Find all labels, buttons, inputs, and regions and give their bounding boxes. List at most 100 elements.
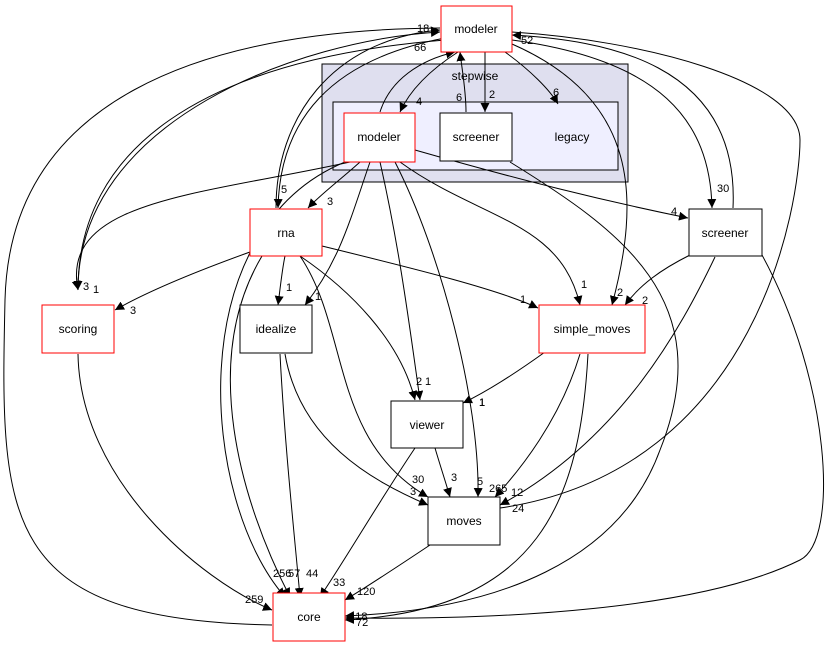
edge-label: 1 xyxy=(315,291,321,303)
edge-label: 2 xyxy=(617,287,623,299)
edge-modeler-inner-viewer xyxy=(379,161,424,401)
node-stepwise-modeler[interactable]: modeler xyxy=(343,112,416,163)
node-label: idealize xyxy=(256,322,297,336)
edge-screener-inner-modeler xyxy=(456,51,467,113)
edge-modeler-inner-core xyxy=(220,161,346,598)
edge-modeler-simple-moves xyxy=(511,43,628,306)
edge-labels: 18 66 52 6 4 2 6 5 3 30 4 3 1 3 1 1 1 1 … xyxy=(83,23,729,629)
edge-label: 3 xyxy=(130,305,136,317)
edge-label: 30 xyxy=(717,183,729,195)
edge-modeler-screener xyxy=(511,39,717,209)
edge-rna-modeler xyxy=(275,26,441,209)
edge-simple-moves-moves xyxy=(494,353,581,498)
edge-core-modeler xyxy=(3,27,441,626)
edge-screener-core xyxy=(344,254,824,623)
edge-label: 30 xyxy=(412,474,424,486)
edge-viewer-moves xyxy=(434,447,452,498)
node-screener[interactable]: screener xyxy=(688,208,763,257)
edge-screener-modeler xyxy=(511,31,734,209)
edge-label: 1 xyxy=(581,279,587,291)
edge-modeler-inner-simple-moves xyxy=(399,161,583,306)
edge-simple-moves-viewer xyxy=(462,351,546,404)
edge-modeler-inner-moves xyxy=(394,161,483,498)
edge-rna-idealize xyxy=(274,255,286,306)
node-label: modeler xyxy=(357,130,400,144)
edge-label: 256 xyxy=(273,568,291,580)
edge-idealize-core xyxy=(279,353,304,598)
edge-label: 2 xyxy=(416,376,422,388)
edge-rna-core xyxy=(229,255,291,598)
node-viewer[interactable]: viewer xyxy=(390,400,464,449)
edge-simple-moves-core xyxy=(344,353,589,625)
node-modeler[interactable]: modeler xyxy=(440,5,513,53)
node-simple-moves[interactable]: simple_moves xyxy=(538,304,646,354)
node-label: simple_moves xyxy=(554,322,631,336)
node-label: screener xyxy=(702,226,749,240)
node-core[interactable]: core xyxy=(272,592,346,642)
node-idealize[interactable]: idealize xyxy=(239,304,313,354)
edge-label: 57 xyxy=(288,568,300,580)
edge-label: 3 xyxy=(410,486,416,498)
edge-rna-simple-moves xyxy=(321,245,539,309)
edge-moves-core xyxy=(344,544,431,601)
edge-rna-viewer xyxy=(299,255,418,401)
edge-modeler-inner-modeler xyxy=(379,49,456,113)
edge-label: 24 xyxy=(512,503,524,515)
edge-screener-inner-core xyxy=(344,161,679,621)
edge-label: 3 xyxy=(327,196,333,208)
dependency-edges xyxy=(3,26,824,626)
node-label: core xyxy=(297,610,321,624)
edge-label: 265 xyxy=(489,483,507,495)
node-label: screener xyxy=(453,130,500,144)
edge-screener-simple-moves xyxy=(624,254,691,306)
edge-label: 12 xyxy=(511,487,523,499)
node-stepwise-screener[interactable]: screener xyxy=(439,112,513,162)
edge-label: 1 xyxy=(286,282,292,294)
edge-label: 6 xyxy=(456,92,462,104)
edge-scoring-modeler xyxy=(77,28,441,291)
node-scoring[interactable]: scoring xyxy=(41,304,115,354)
edge-modeler-inner-idealize xyxy=(304,161,371,306)
edge-label: 18 xyxy=(417,23,429,35)
edge-moves-modeler xyxy=(499,31,801,509)
edge-label: 72 xyxy=(356,617,368,629)
edge-label: 4 xyxy=(416,96,422,108)
edge-label: 3 xyxy=(83,281,89,293)
node-label: moves xyxy=(446,514,481,528)
edge-label: 1 xyxy=(479,397,485,409)
edge-screener-moves xyxy=(499,256,716,506)
edge-label: 1 xyxy=(520,294,526,306)
edge-label: 5 xyxy=(477,476,483,488)
node-label: rna xyxy=(277,226,295,240)
stepwise-cluster-label: stepwise xyxy=(452,69,499,83)
edge-modeler-inner-scoring xyxy=(71,161,351,291)
edge-label: 44 xyxy=(306,568,318,580)
edge-rna-moves xyxy=(299,255,429,498)
edge-modeler-inner-rna xyxy=(307,161,361,209)
edge-label: 1 xyxy=(425,376,431,388)
node-label: legacy xyxy=(555,130,590,144)
edge-label: 33 xyxy=(333,577,345,589)
edge-rna-scoring xyxy=(114,251,251,311)
edge-label: 6 xyxy=(553,87,559,99)
edge-label: 52 xyxy=(521,35,533,47)
edge-idealize-moves xyxy=(284,353,429,506)
node-legacy[interactable]: legacy xyxy=(555,130,590,144)
edge-label: 66 xyxy=(414,42,426,54)
edge-label: 259 xyxy=(245,594,263,606)
edge-label: 1 xyxy=(479,397,485,409)
edge-scoring-core xyxy=(77,353,273,611)
node-rna[interactable]: rna xyxy=(249,208,323,257)
edge-label: 2 xyxy=(642,295,648,307)
edge-label: 2 xyxy=(489,89,495,101)
node-label: viewer xyxy=(410,418,445,432)
edge-modeler-scoring xyxy=(73,39,446,291)
node-label: scoring xyxy=(59,322,98,336)
edge-label: 5 xyxy=(281,184,287,196)
edge-label: 118 xyxy=(350,611,368,623)
node-label: modeler xyxy=(454,22,497,36)
edge-modeler-legacy xyxy=(504,51,559,105)
edge-label: 4 xyxy=(671,206,677,218)
node-moves[interactable]: moves xyxy=(427,496,501,546)
